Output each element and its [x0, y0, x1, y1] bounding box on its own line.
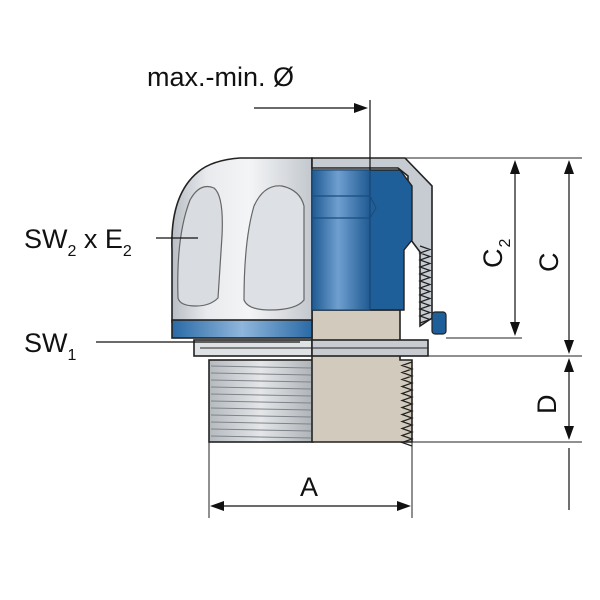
label-sw1: SW1: [24, 328, 77, 364]
thread-line: [210, 386, 312, 390]
thread-teeth: [400, 361, 414, 447]
thread-line: [210, 393, 312, 397]
thread-tooth-profile: [400, 361, 414, 447]
thread-line: [210, 421, 312, 425]
label-c: C: [534, 253, 564, 273]
thread-line: [210, 428, 312, 432]
cap-nut-sw2: [171, 157, 447, 339]
label-d: D: [532, 395, 562, 415]
cap-internal-thread: [418, 245, 432, 324]
hex-nut-sw1: [193, 339, 429, 357]
thread-line: [210, 400, 312, 404]
label-a: A: [300, 472, 318, 502]
thread-line: [210, 379, 312, 383]
body-section: [311, 309, 414, 447]
label-c2: C2: [478, 239, 514, 269]
cap-thread-profile: [418, 245, 432, 324]
thread-line: [210, 372, 312, 376]
thread-line: [210, 435, 312, 439]
thread-line: [210, 365, 312, 369]
thread-line: [210, 414, 312, 418]
dimensions: [96, 100, 582, 518]
thread-line: [210, 407, 312, 411]
thread-lines: [210, 365, 312, 439]
threaded-body: [208, 359, 314, 443]
label-sw2-x-e2: SW2 x E2: [24, 224, 132, 260]
label-diameter: max.-min. Ø: [147, 62, 294, 92]
